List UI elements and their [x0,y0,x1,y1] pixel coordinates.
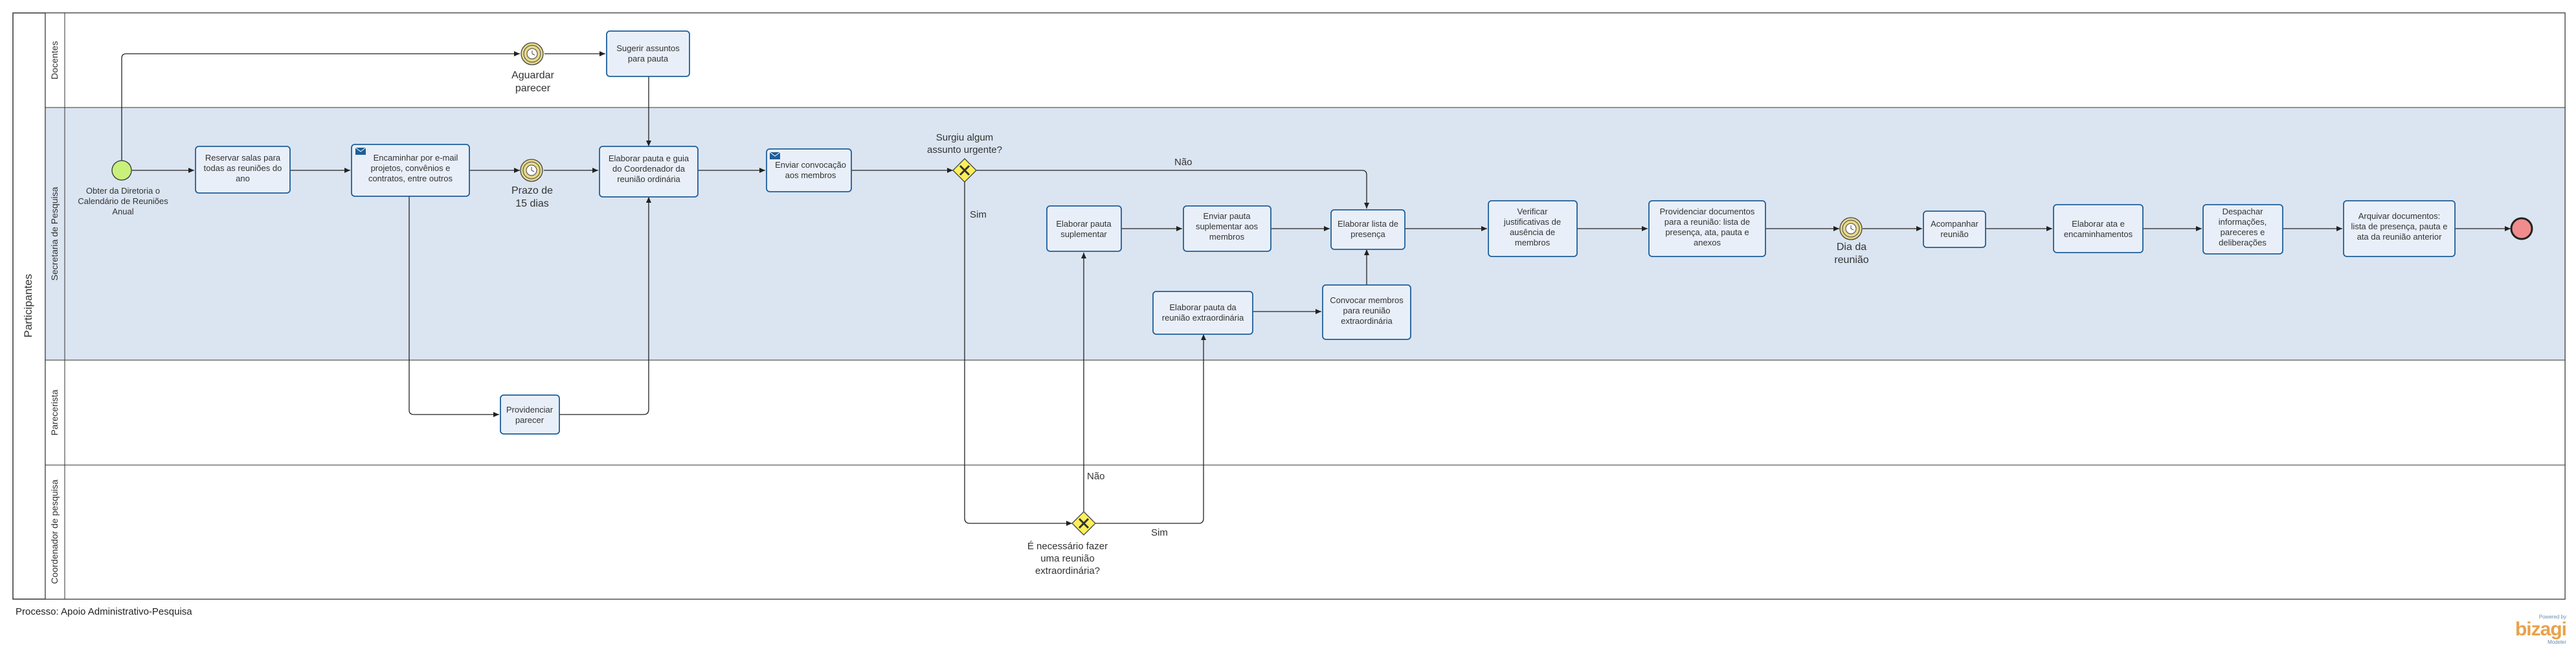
task-enviar-suplementar[interactable] [1183,205,1271,252]
task-elaborar-pauta[interactable] [599,146,699,198]
lane-label-parecerista: Parecerista [49,389,60,435]
gateway-urgente[interactable] [952,158,977,183]
process-name: Processo: Apoio Administrativo-Pesquisa [16,606,192,617]
flow-start-aguardar [121,51,520,162]
timer-event-prazo[interactable] [520,159,543,182]
flow-providenciar-elaborar [559,197,651,415]
task-pauta-suplementar[interactable] [1046,205,1122,252]
x-icon [1078,518,1090,529]
lane-docentes: Docentes [45,12,2566,108]
envelope-icon [355,147,366,155]
flow-gateway2-sim [1095,334,1206,524]
sequence-flows [121,51,2511,526]
task-providenciar-parecer[interactable] [500,394,560,435]
task-lista-presenca[interactable] [1330,209,1406,250]
task-verificar-justificativas[interactable] [1488,200,1578,257]
pool-label: Participantes [22,274,34,337]
lane-label-docentes: Docentes [49,41,60,79]
task-sugerir-assuntos[interactable] [606,30,690,77]
task-encaminhar-email[interactable] [351,144,470,197]
lane-coordenador: Coordenador de pesquisa [45,464,2566,600]
flow-label-sim-extra: Sim [1151,527,1168,538]
end-event[interactable] [2510,217,2533,240]
flow-label-sim-urgente: Sim [970,209,987,220]
task-arquivar-documentos[interactable] [2343,200,2456,257]
start-event[interactable] [111,160,132,181]
lane-parecerista: Parecerista [45,359,2566,466]
flow-gateway-sim [964,182,1072,526]
task-providenciar-documentos[interactable] [1648,200,1766,257]
task-acompanhar-reuniao[interactable] [1923,211,1986,248]
task-despachar-informacoes[interactable] [2202,204,2283,255]
powered-by-text: Powered by [2538,614,2566,620]
task-elaborar-ata[interactable] [2053,204,2144,253]
flow-label-nao-urgente: Não [1174,157,1193,168]
task-enviar-convocacao[interactable] [766,148,852,192]
bizagi-logo: Powered by bizagi Modeler [2504,614,2567,645]
x-icon [959,165,970,176]
flow-encaminhar-providenciar [409,196,499,417]
lane-label-coordenador: Coordenador de pesquisa [49,479,60,584]
envelope-icon [769,152,781,159]
task-convocar-membros[interactable] [1322,284,1411,340]
task-reservar-salas[interactable] [195,146,291,194]
timer-event-aguardar[interactable] [521,42,544,65]
gateway-extraordinaria[interactable] [1071,511,1096,536]
task-label: Arquivar documentos:lista de presença, p… [2351,211,2448,242]
brand-sub: Modeler [2548,639,2566,645]
lane-label-secretaria: Secretaria de Pesquisa [49,187,60,280]
timer-event-dia[interactable] [1839,217,1863,240]
task-pauta-extraordinaria[interactable] [1152,291,1253,335]
flow-label-nao-extra: Não [1087,471,1105,482]
brand-name: bizagi [2514,619,2567,640]
flow-gateway-nao [976,170,1369,209]
